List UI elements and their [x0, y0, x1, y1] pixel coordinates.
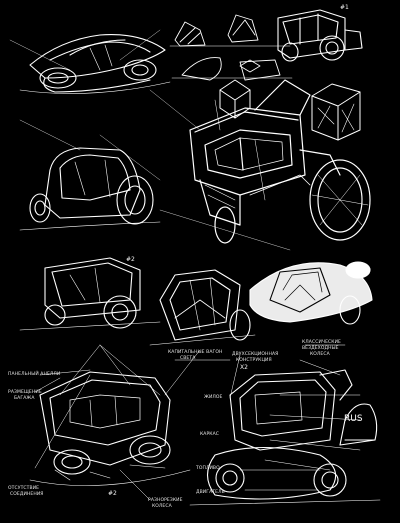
annotation-note: КАРКАС [200, 432, 220, 437]
bus-vehicle-sketch [29, 344, 191, 486]
annotation-leader-lines [34, 344, 361, 501]
annotation-note: ДВУХСЕКЦИОННАЯ [232, 352, 279, 357]
sketch-number-tag: #2 [108, 490, 117, 497]
annotation-note: КЛАССИЧЕСКИЕ [302, 340, 341, 345]
annotation-note: КОЛЕСА [152, 504, 172, 509]
annotation-note: ОТСУТСТВИЕ [8, 486, 40, 491]
tall-tracked-vehicle-sketch [189, 369, 381, 506]
license-plate-text: RUS [344, 414, 363, 424]
annotation-note: ДВИГАТЕЛЬ [196, 490, 225, 495]
aero-vehicle-sketch [249, 261, 373, 325]
annotation-note: КОНСТРУКЦИЯ [236, 358, 272, 363]
annotation-note: БАГАЖА [14, 396, 35, 401]
annotation-note: ВЕЗДЕХОДНЫЕ [302, 346, 339, 351]
cube-sketches [219, 59, 361, 141]
mini-sketches-row [169, 14, 293, 81]
annotation-note: КАПИТАЛЬНЫЕ ВАГОН [168, 350, 223, 355]
annotation-note: РАЗМЕЩЕНИЕ [8, 390, 42, 395]
cockpit-vehicle-sketch [19, 119, 161, 231]
compact-car-sketch [19, 257, 161, 331]
annotation-note: СВЕТА [180, 356, 196, 361]
dimension-tag: X2 [240, 364, 248, 371]
annotation-note: СОЕДИНЕНИЯ [10, 492, 44, 497]
sleek-car-sketch [9, 29, 171, 94]
two-section-vehicle-sketch [149, 269, 256, 346]
annotation-note: ТОПЛИВО [196, 466, 220, 471]
large-atv-sketch [149, 79, 371, 251]
annotation-note: КОЛЕСА [310, 352, 330, 357]
sketch-number-tag: #1 [340, 4, 349, 11]
boxy-vehicle-sketch [277, 9, 363, 62]
annotation-note: ЖИЛОЕ [204, 395, 223, 400]
annotation-note: ПАНЕЛЬНЫЙ АНЕЛЛИ [8, 372, 61, 377]
sketch-number-tag: #2 [126, 256, 135, 263]
annotation-note: РАЗНОРЕЗКИЕ [148, 498, 183, 503]
